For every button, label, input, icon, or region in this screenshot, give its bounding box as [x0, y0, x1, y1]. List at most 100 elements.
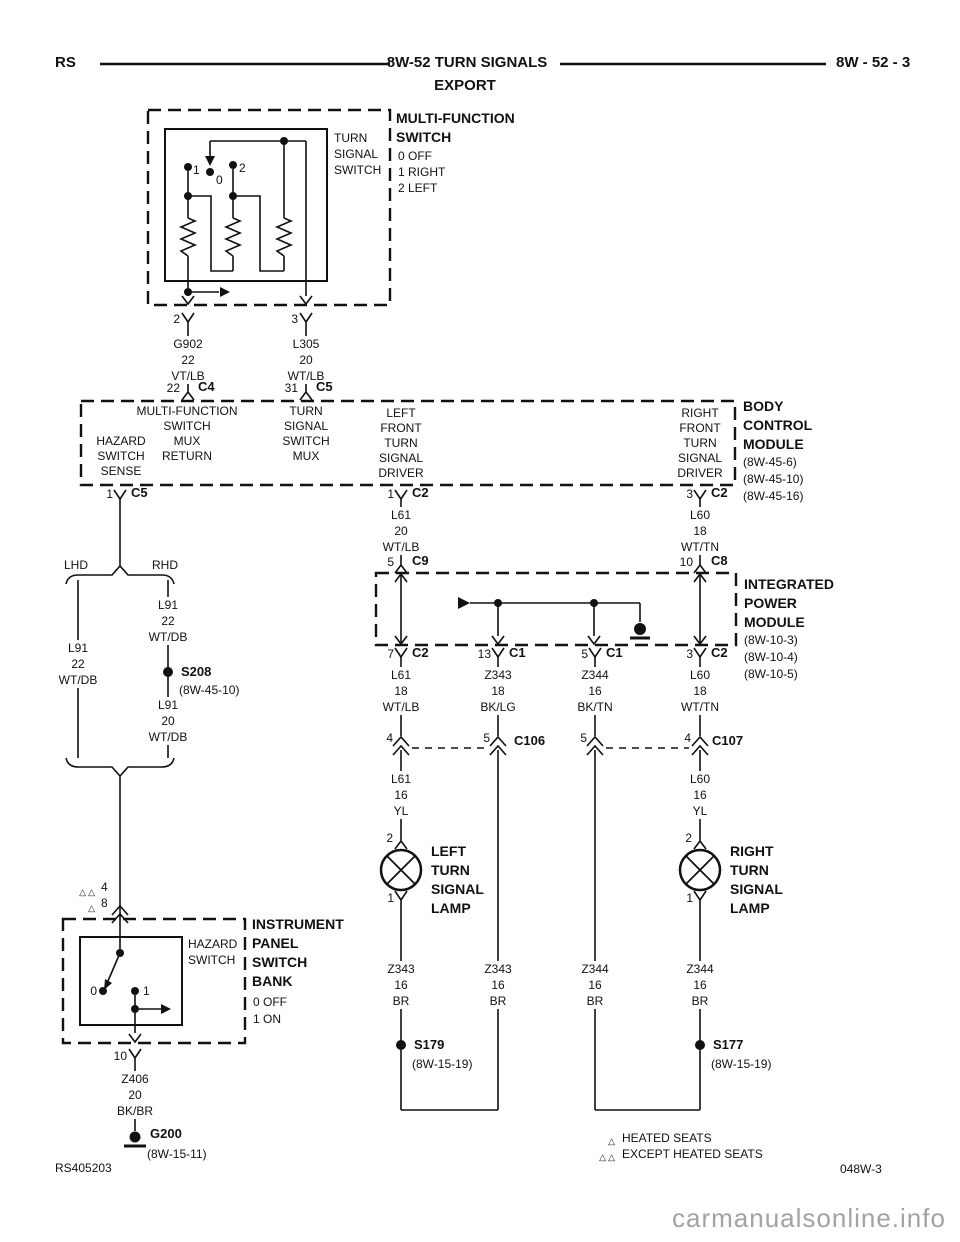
arrowheads-open — [128, 295, 707, 1044]
wire-z343-br-left: Z343 16 BR — [385, 961, 417, 1009]
ipm-refs: (8W-10-3) (8W-10-4) (8W-10-5) — [744, 633, 798, 681]
wire-l60-16: L60 16 YL — [687, 771, 713, 819]
multi-function-switch-box — [146, 108, 392, 307]
connector-c2-left: C2 — [412, 485, 429, 500]
bcm-left-driver: LEFT FRONT TURN SIGNAL DRIVER — [378, 406, 424, 480]
connector-c2-right: C2 — [711, 485, 728, 500]
bcm-tss-mux: TURN SIGNAL SWITCH MUX — [282, 404, 330, 463]
bcm-mux-return: MULTI-FUNCTION SWITCH MUX RETURN — [136, 404, 238, 463]
splice-s179: S179 — [414, 1037, 445, 1052]
wire-l60-18-top: L60 18 WT/TN — [679, 507, 721, 555]
connector-c5-in: C5 — [316, 379, 333, 394]
inline-connector-symbols — [111, 735, 709, 924]
ipm-ground-dot — [634, 623, 646, 635]
hazard-contact-1: 1 — [143, 984, 150, 998]
wire-l305: L305 20 WT/LB — [285, 336, 327, 384]
marker-except-heated: △△ — [79, 887, 97, 897]
splice-s179-ref: (8W-15-19) — [412, 1057, 473, 1071]
c9-pin: 5 — [387, 555, 394, 569]
ipsb-positions: 0 OFF 1 ON — [253, 995, 288, 1026]
ground-symbols — [124, 623, 650, 1148]
ipm-c1l-pin: 13 — [477, 647, 491, 661]
wire-l91-rhd-upper: L91 22 WT/DB — [146, 597, 190, 645]
wire-l61-16: L61 16 YL — [388, 771, 414, 819]
integrated-power-module-box — [374, 571, 738, 647]
splice-s208-ref: (8W-45-10) — [179, 683, 240, 697]
left-lamp-pin-2: 2 — [386, 831, 393, 845]
ground-g200: G200 — [150, 1126, 182, 1141]
body-control-module-box — [79, 399, 737, 487]
wire-z343-18: Z343 18 BK/LG — [478, 667, 518, 715]
hazard-direction-arrow — [161, 1004, 171, 1014]
wire-z344-16: Z344 16 BK/TN — [575, 667, 615, 715]
right-lamp-pin-1: 1 — [686, 891, 693, 905]
splice-s179-dot — [396, 1040, 406, 1050]
bcm-refs: (8W-45-6) (8W-45-10) (8W-45-16) — [743, 455, 804, 503]
c2-right-pin: 3 — [686, 487, 693, 501]
ipm-c1r-pin: 5 — [581, 647, 588, 661]
component-dashed-boxes — [61, 108, 738, 1045]
ipsb-pin-4: 4 — [101, 880, 108, 894]
multi-function-switch-title: MULTI-FUNCTION SWITCH — [396, 110, 515, 145]
legend-heated-marker: △ — [608, 1136, 617, 1146]
page-number: 8W - 52 - 3 — [836, 54, 911, 71]
junction-dots — [99, 137, 705, 1050]
splice-s208-dot — [163, 667, 173, 677]
legend-heated-label: HEATED SEATS — [622, 1131, 712, 1145]
ipsb-pin-10: 10 — [113, 1049, 127, 1063]
inner-switch-boxes — [79, 128, 328, 1026]
lhd-rhd-split — [65, 564, 175, 585]
connector-c107: C107 — [712, 733, 744, 748]
mfs-pin-3: 3 — [291, 312, 298, 326]
splice-s177: S177 — [713, 1037, 744, 1052]
wire-z344-br-right: Z344 16 BR — [684, 961, 716, 1009]
watermark: carmanualsonline.info — [672, 1203, 946, 1233]
flasher-driver-arrow — [458, 597, 470, 609]
turn-signal-switch-box — [164, 128, 328, 282]
bcm-hazard-switch-sense: HAZARD SWITCH SENSE — [96, 434, 146, 478]
wire-z344-br-left: Z344 16 BR — [579, 961, 611, 1009]
connector-ipm-c2r: C2 — [711, 645, 728, 660]
resistor-symbols — [178, 217, 294, 257]
c5-out-pin: 1 — [106, 487, 113, 501]
connector-c4: C4 — [198, 379, 215, 394]
page-title: 8W-52 TURN SIGNALS — [386, 54, 548, 71]
sheet-number: 048W-3 — [840, 1162, 882, 1176]
connector-c8: C8 — [711, 553, 728, 568]
hazard-switch-box — [79, 936, 183, 1026]
ipsb-title: INSTRUMENT PANEL SWITCH BANK — [252, 916, 344, 989]
left-lamp-pin-1: 1 — [387, 891, 394, 905]
branch-braces — [65, 564, 175, 778]
legend-except-label: EXCEPT HEATED SEATS — [622, 1147, 763, 1161]
c2-left-pin: 1 — [387, 487, 394, 501]
branch-lhd: LHD — [64, 558, 89, 572]
c106-right-pin: 5 — [483, 731, 490, 745]
connector-c5-out: C5 — [131, 485, 148, 500]
tss-contact-1: 1 — [193, 163, 200, 177]
wire-l91-lhd: L91 22 WT/DB — [56, 640, 100, 688]
hazard-contact-0: 0 — [90, 984, 97, 998]
instrument-panel-switch-bank-box — [61, 917, 247, 1045]
left-lamp-title: LEFT TURN SIGNAL LAMP — [431, 843, 484, 916]
lamp-symbols — [379, 848, 722, 892]
connector-ipm-c2l: C2 — [412, 645, 429, 660]
c4-pin: 22 — [166, 381, 180, 395]
connector-c106: C106 — [514, 733, 546, 748]
page-subtitle: EXPORT — [434, 77, 496, 94]
c5-in-pin: 31 — [284, 381, 298, 395]
right-lamp-pin-2: 2 — [685, 831, 692, 845]
mfs-pin-2: 2 — [173, 312, 180, 326]
marker-heated: △ — [88, 903, 97, 913]
turn-signal-switch-label: TURN SIGNAL SWITCH — [334, 131, 382, 177]
wire-z343-br-right: Z343 16 BR — [482, 961, 514, 1009]
wire-l61-18: L61 18 WT/LB — [380, 667, 422, 715]
left-lamp-bulb — [379, 848, 423, 892]
hazard-lever-arrow — [104, 979, 112, 990]
tss-contact-0: 0 — [216, 173, 223, 187]
right-lamp-title: RIGHT TURN SIGNAL LAMP — [730, 843, 783, 916]
c8-pin: 10 — [679, 555, 693, 569]
ipm-c2r-pin: 3 — [686, 647, 693, 661]
wire-l60-18-bottom: L60 18 WT/TN — [679, 667, 721, 715]
